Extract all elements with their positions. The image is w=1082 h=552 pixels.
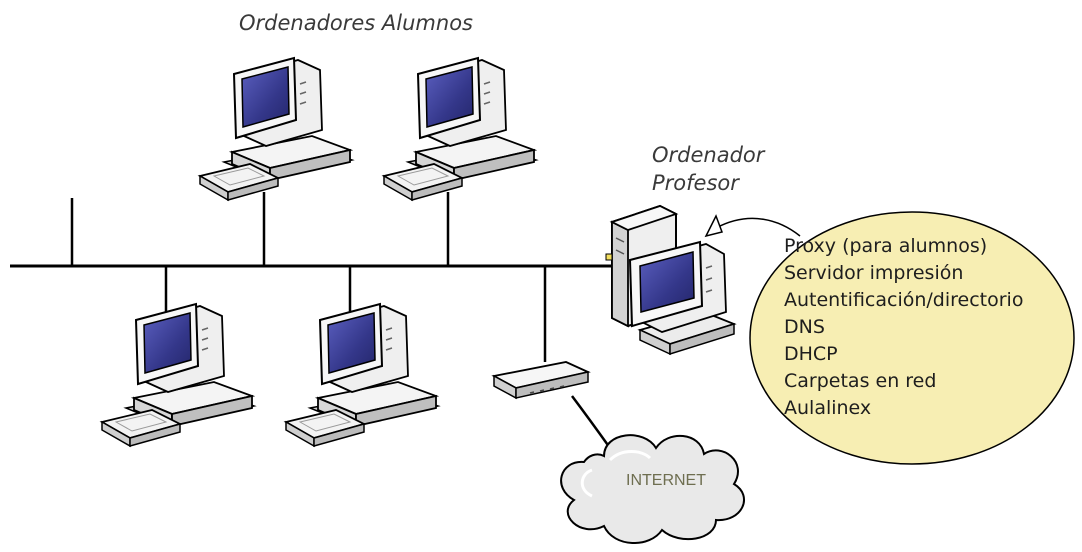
service-item: Aulalinex: [784, 397, 871, 419]
services-list: Proxy (para alumnos) Servidor impresión …: [784, 235, 1023, 419]
service-item: Carpetas en red: [784, 370, 936, 392]
services-bubble: [749, 211, 1075, 465]
service-item: DHCP: [784, 343, 838, 365]
teacher-label-line2: Profesor: [652, 171, 740, 195]
service-item: Proxy (para alumnos): [784, 235, 987, 257]
students-title: Ordenadores Alumnos: [239, 11, 473, 35]
internet-cloud-icon: INTERNET: [560, 434, 745, 544]
computer-icon: [101, 303, 255, 447]
network-bus: [10, 192, 612, 362]
computer-icon: [285, 303, 439, 447]
service-item: Autentificación/directorio: [784, 289, 1023, 311]
internet-label: INTERNET: [626, 472, 706, 489]
service-item: Servidor impresión: [784, 262, 963, 284]
computer-icon: [628, 240, 737, 356]
service-item: DNS: [784, 316, 825, 338]
arrow-icon: [704, 214, 801, 238]
network-switch-icon: [491, 361, 591, 400]
computer-icon: [199, 57, 353, 201]
teacher-label-line1: Ordenador: [652, 143, 766, 167]
computer-icon: [383, 57, 537, 201]
